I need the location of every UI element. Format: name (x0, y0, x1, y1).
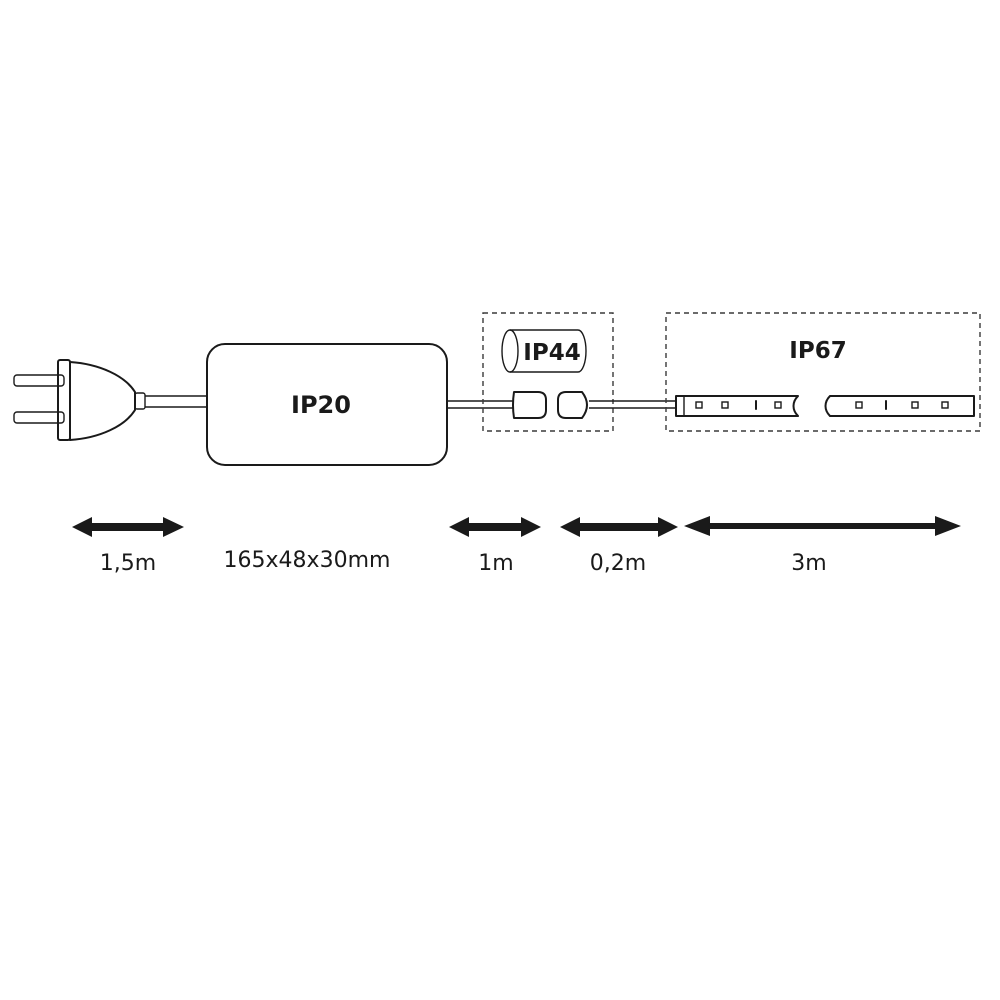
connector-ip-label: IP44 (523, 340, 580, 366)
connector-zone: IP44 (482, 312, 614, 432)
led-strip-zone: IP67 (665, 312, 981, 432)
cable-2-length: 0,2m (590, 551, 646, 576)
led-chip (695, 401, 703, 409)
power-adapter: IP20 (206, 343, 448, 466)
led-strip-segment-left (675, 395, 799, 417)
dimension-adapter: 165x48x30mm (224, 548, 391, 573)
strip-ip-label: IP67 (789, 338, 846, 364)
plug-body (69, 361, 136, 441)
strip-zone-border (665, 312, 981, 432)
led-strip-segment-right (824, 395, 975, 417)
cable-connector-strip (589, 400, 676, 409)
led-chip (721, 401, 729, 409)
led-chip (855, 401, 863, 409)
double-arrow-icon (72, 517, 184, 537)
connector-zone-border (482, 312, 614, 432)
connector-male (512, 391, 547, 419)
cable-1-length: 1m (478, 551, 513, 576)
dimension-plug-cable: 1,5m (72, 517, 184, 576)
plug-prong-bottom (13, 411, 65, 424)
adapter-size: 165x48x30mm (224, 548, 391, 573)
cylinder-icon (501, 329, 587, 373)
adapter-box (206, 343, 448, 466)
plug-cable-length: 1,5m (100, 551, 156, 576)
led-chip (911, 401, 919, 409)
cable-adapter-connector (447, 400, 514, 409)
plug-strain-relief (134, 392, 146, 410)
double-arrow-icon (449, 517, 541, 537)
connector-female (557, 391, 588, 419)
double-arrow-icon (560, 517, 678, 537)
plug-face (57, 359, 71, 441)
dimension-cable-1: 1m (449, 517, 541, 576)
strip-length: 3m (791, 551, 826, 576)
power-plug (13, 359, 146, 441)
led-chip (941, 401, 949, 409)
cable-plug-adapter (145, 395, 208, 408)
plug-prong-top (13, 374, 65, 387)
double-arrow-icon (684, 516, 961, 536)
dimension-cable-2: 0,2m (560, 517, 678, 576)
dimension-strip: 3m (684, 516, 961, 576)
led-chip (774, 401, 782, 409)
adapter-ip-label: IP20 (291, 391, 351, 419)
